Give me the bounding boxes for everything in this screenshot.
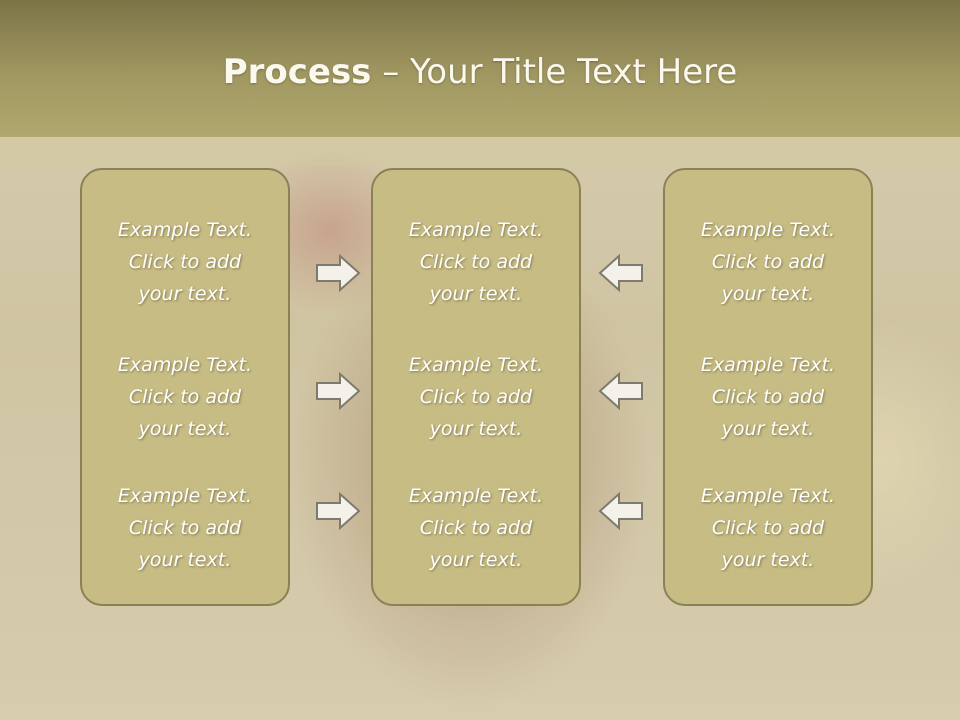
text-line: Example Text.: [700, 219, 836, 241]
text-placeholder[interactable]: Example Text. Click to add your text.: [665, 480, 871, 576]
text-line: Click to add: [711, 386, 825, 408]
text-line: Example Text.: [117, 219, 253, 241]
text-line: your text.: [429, 283, 523, 305]
text-line: your text.: [721, 283, 815, 305]
right-arrow-icon[interactable]: [314, 253, 362, 293]
text-line: Example Text.: [408, 219, 544, 241]
text-line: your text.: [138, 418, 232, 440]
process-box-right[interactable]: Example Text. Click to add your text. Ex…: [663, 168, 873, 606]
text-line: Click to add: [128, 386, 242, 408]
title-bold: Process: [222, 52, 372, 92]
text-line: Example Text.: [117, 354, 253, 376]
right-arrow-icon[interactable]: [314, 491, 362, 531]
text-placeholder[interactable]: Example Text. Click to add your text.: [82, 214, 288, 310]
title-bar-strip: [0, 137, 960, 165]
process-box-left[interactable]: Example Text. Click to add your text. Ex…: [80, 168, 290, 606]
title-bar: [0, 0, 960, 137]
process-box-center[interactable]: Example Text. Click to add your text. Ex…: [371, 168, 581, 606]
text-line: your text.: [138, 549, 232, 571]
text-line: Click to add: [128, 251, 242, 273]
text-placeholder[interactable]: Example Text. Click to add your text.: [373, 480, 579, 576]
text-line: your text.: [138, 283, 232, 305]
left-arrow-icon[interactable]: [597, 253, 645, 293]
left-arrow-icon[interactable]: [597, 371, 645, 411]
text-line: Example Text.: [408, 485, 544, 507]
text-line: your text.: [721, 418, 815, 440]
title-rest: – Your Title Text Here: [371, 52, 738, 92]
text-line: Click to add: [419, 386, 533, 408]
text-line: Click to add: [711, 251, 825, 273]
right-arrow-icon[interactable]: [314, 371, 362, 411]
slide-title[interactable]: Process – Your Title Text Here: [0, 52, 960, 92]
text-placeholder[interactable]: Example Text. Click to add your text.: [82, 480, 288, 576]
text-placeholder[interactable]: Example Text. Click to add your text.: [373, 214, 579, 310]
text-line: your text.: [721, 549, 815, 571]
text-line: Example Text.: [117, 485, 253, 507]
text-line: Example Text.: [408, 354, 544, 376]
text-placeholder[interactable]: Example Text. Click to add your text.: [665, 349, 871, 445]
text-line: Click to add: [128, 517, 242, 539]
text-line: your text.: [429, 418, 523, 440]
text-line: Click to add: [419, 517, 533, 539]
text-placeholder[interactable]: Example Text. Click to add your text.: [665, 214, 871, 310]
text-line: Click to add: [419, 251, 533, 273]
text-placeholder[interactable]: Example Text. Click to add your text.: [373, 349, 579, 445]
text-line: Click to add: [711, 517, 825, 539]
text-line: Example Text.: [700, 354, 836, 376]
text-line: your text.: [429, 549, 523, 571]
text-line: Example Text.: [700, 485, 836, 507]
left-arrow-icon[interactable]: [597, 491, 645, 531]
text-placeholder[interactable]: Example Text. Click to add your text.: [82, 349, 288, 445]
